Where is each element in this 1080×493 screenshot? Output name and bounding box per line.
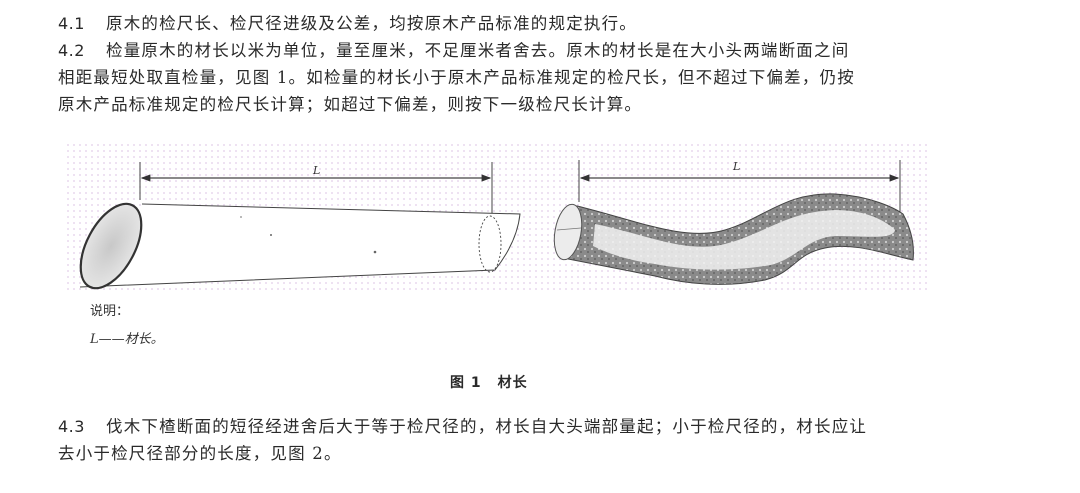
section-text: 伐木下楂断面的短径经进舍后大于等于检尺径的，材长自大头端部量起；小于检尺径的，材… [106,417,868,436]
section-text: 去小于检尺径部分的长度，见图 2。 [58,444,342,463]
section-number: 4.2 [58,41,85,60]
section-4-3-line-2: 去小于检尺径部分的长度，见图 2。 [58,443,342,465]
section-4-1-line-1: 4.1 原木的检尺长、检尺径进级及公差，均按原木产品标准的规定执行。 [58,13,637,35]
figure-caption-number: 图 1 [450,375,482,391]
figure-legend-item: L——材长。 [90,332,164,347]
dimension-label-right: L [732,160,740,173]
straight-log-drawing: L [79,162,521,290]
section-text: 相距最短处取直检量，见图 1。如检量的材长小于原木产品标准规定的检尺长，但不超过… [58,68,855,87]
section-text: 检量原木的材长以米为单位，量至厘米，不足厘米者舍去。原木的材长是在大小头两端断面… [106,41,850,60]
section-number: 4.1 [58,14,85,33]
figure-caption: 图 1 材长 [450,372,528,392]
section-4-3-line-1: 4.3 伐木下楂断面的短径经进舍后大于等于检尺径的，材长自大头端部量起；小于检尺径… [58,416,867,438]
section-text: 原木产品标准规定的检尺长计算；如超过下偏差，则按下一级检尺长计算。 [58,95,643,114]
section-number: 4.3 [58,417,85,436]
section-4-2-line-3: 原木产品标准规定的检尺长计算；如超过下偏差，则按下一级检尺长计算。 [58,94,642,116]
section-4-2-line-1: 4.2 检量原木的材长以米为单位，量至厘米，不足厘米者舍去。原木的材长是在大小头两… [58,40,849,62]
dimension-label-left: L [312,164,320,177]
figure-legend-title: 说明： [90,304,130,319]
figure-caption-title: 材长 [497,375,528,391]
section-text: 原木的检尺长、检尺径进级及公差，均按原木产品标准的规定执行。 [106,14,637,33]
figure-1-illustration: L L [65,142,927,294]
curved-log-drawing: L [553,160,914,285]
section-4-2-line-2: 相距最短处取直检量，见图 1。如检量的材长小于原木产品标准规定的检尺长，但不超过… [58,67,855,89]
